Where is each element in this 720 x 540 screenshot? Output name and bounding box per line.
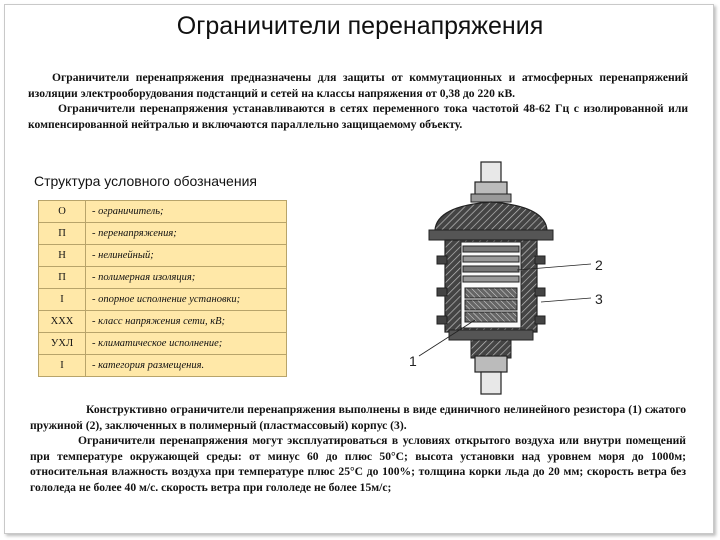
leader-2: [516, 263, 592, 271]
designation-meaning: - перенапряжения;: [85, 222, 287, 245]
designation-code: I: [38, 354, 86, 377]
designation-meaning: - ограничитель;: [85, 200, 287, 223]
top-washer: [470, 193, 512, 203]
spring: [462, 245, 520, 283]
designation-code: О: [38, 200, 86, 223]
resistor-discs: [464, 287, 518, 323]
structure-title: Структура условного обозначения: [34, 173, 257, 189]
designation-row: XXX- класс напряжения сети, кВ;: [38, 310, 287, 333]
slide-frame: [4, 4, 714, 534]
top-terminal: [480, 161, 502, 185]
designation-row: УХЛ- климатическое исполнение;: [38, 332, 287, 355]
arrester-drawing: 2 3 1: [409, 161, 603, 395]
designation-row: П- полимерная изоляция;: [38, 266, 287, 289]
designation-meaning: - климатическое исполнение;: [85, 332, 287, 355]
designation-meaning: - опорное исполнение установки;: [85, 288, 287, 311]
designation-code: П: [38, 266, 86, 289]
designation-meaning: - полимерная изоляция;: [85, 266, 287, 289]
designation-row: П- перенапряжения;: [38, 222, 287, 245]
bottom-nut: [474, 355, 508, 373]
designation-table: О- ограничитель;П- перенапряжения;Н- нел…: [38, 200, 287, 377]
designation-meaning: - класс напряжения сети, кВ;: [85, 310, 287, 333]
designation-row: I- опорное исполнение установки;: [38, 288, 287, 311]
leader-3: [540, 297, 592, 303]
top-shed: [434, 201, 548, 235]
designation-row: I- категория размещения.: [38, 354, 287, 377]
designation-code: УХЛ: [38, 332, 86, 355]
design-paragraph-1: Конструктивно ограничители перенапряжени…: [30, 403, 686, 432]
intro-text: Ограничители перенапряжения предназначен…: [28, 70, 688, 132]
designation-row: Н- нелинейный;: [38, 244, 287, 267]
side-sheds: [436, 255, 546, 325]
top-shed-edge: [428, 229, 554, 241]
designation-meaning: - нелинейный;: [85, 244, 287, 267]
designation-row: О- ограничитель;: [38, 200, 287, 223]
bottom-body: [470, 339, 512, 359]
design-text: Конструктивно ограничители перенапряжени…: [30, 402, 686, 496]
bottom-flange: [448, 329, 534, 341]
leader-1: [418, 319, 476, 357]
label-1: 1: [409, 353, 417, 369]
label-3: 3: [595, 291, 603, 307]
designation-code: П: [38, 222, 86, 245]
intro-paragraph-1: Ограничители перенапряжения предназначен…: [28, 71, 688, 100]
bottom-terminal: [480, 371, 502, 395]
designation-code: XXX: [38, 310, 86, 333]
designation-code: I: [38, 288, 86, 311]
designation-meaning: - категория размещения.: [85, 354, 287, 377]
intro-paragraph-2: Ограничители перенапряжения устанавливаю…: [28, 102, 688, 131]
label-2: 2: [595, 257, 603, 273]
design-paragraph-2: Ограничители перенапряжения могут эксплу…: [30, 434, 686, 494]
designation-code: Н: [38, 244, 86, 267]
slide-title: Ограничители перенапряжения: [176, 12, 544, 40]
